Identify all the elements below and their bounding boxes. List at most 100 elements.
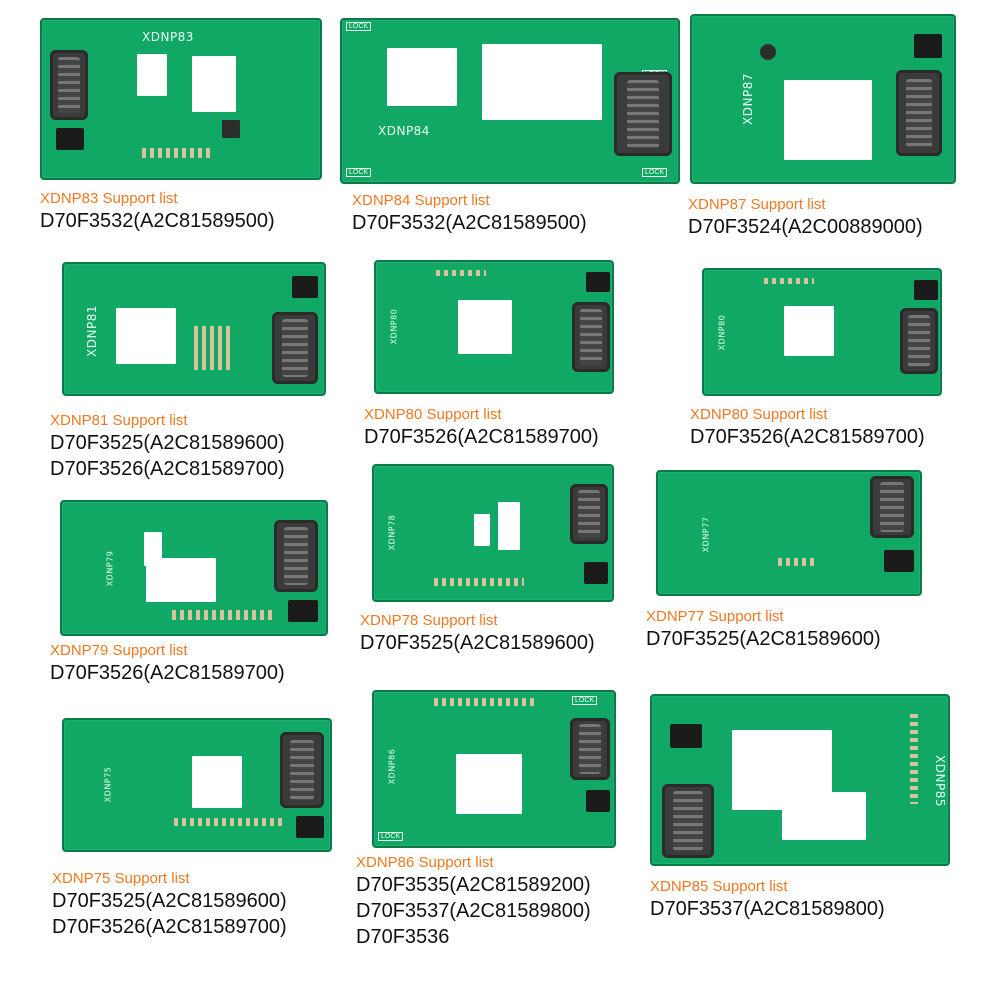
- pin-pads: [172, 610, 272, 620]
- db9-connector: [662, 784, 714, 858]
- caption-xdnp75: XDNP75 Support list D70F3525(A2C81589600…: [52, 870, 287, 940]
- support-list-title: XDNP84 Support list: [352, 192, 490, 209]
- support-list-title: XDNP78 Support list: [360, 612, 498, 629]
- pin-pads: [910, 714, 918, 804]
- support-list-item: D70F3535(A2C81589200): [356, 874, 591, 896]
- board-cutout: [458, 300, 512, 354]
- board-silk-label: XDNP77: [701, 516, 711, 553]
- board-cutout: [482, 44, 602, 120]
- board-cutout: [784, 306, 834, 356]
- board-silk-label: XDNP85: [932, 755, 947, 807]
- pin-pads: [142, 148, 212, 158]
- support-list-title: XDNP80 Support list: [364, 406, 502, 423]
- power-jack: [914, 34, 942, 58]
- support-list-item: D70F3526(A2C81589700): [50, 458, 285, 480]
- support-list-item: D70F3532(A2C81589500): [352, 212, 587, 234]
- support-list-title: XDNP77 Support list: [646, 608, 784, 625]
- board-cutout: [387, 48, 457, 106]
- pcb-board-xdnp84: LOCK LOCK LOCK LOCK XDNP84: [340, 18, 680, 184]
- power-jack: [884, 550, 914, 572]
- pin-pads: [436, 270, 486, 276]
- support-list-item: D70F3526(A2C81589700): [50, 662, 285, 684]
- db9-connector: [614, 72, 672, 156]
- board-silk-label: XDNP84: [378, 124, 430, 138]
- support-list-item: D70F3524(A2C00889000): [688, 216, 923, 238]
- board-cutout: [192, 56, 236, 112]
- board-silk-label: XDNP80: [389, 308, 399, 345]
- power-jack: [292, 276, 318, 298]
- db9-connector: [870, 476, 914, 538]
- board-silk-label: XDNP78: [387, 514, 397, 551]
- board-cutout: [146, 558, 216, 602]
- pcb-board-xdnp80-a: XDNP80: [374, 260, 614, 394]
- power-jack: [56, 128, 84, 150]
- board-silk-label: XDNP87: [740, 73, 755, 125]
- pcb-board-xdnp81: XDNP81: [62, 262, 326, 396]
- support-list-item: D70F3525(A2C81589600): [360, 632, 595, 654]
- board-cutout: [144, 532, 162, 566]
- pcb-board-xdnp79: XDNP79: [60, 500, 328, 636]
- board-silk-label: XDNP80: [717, 314, 727, 351]
- db9-connector: [896, 70, 942, 156]
- support-list-title: XDNP83 Support list: [40, 190, 178, 207]
- support-list-item: D70F3525(A2C81589600): [52, 890, 287, 912]
- caption-xdnp80-b: XDNP80 Support list D70F3526(A2C81589700…: [690, 406, 925, 450]
- caption-xdnp84: XDNP84 Support list D70F3532(A2C81589500…: [352, 192, 587, 236]
- support-list-item: D70F3526(A2C81589700): [364, 426, 599, 448]
- board-cutout: [784, 80, 872, 160]
- db9-connector: [274, 520, 318, 592]
- support-list-title: XDNP81 Support list: [50, 412, 188, 429]
- support-list-title: XDNP85 Support list: [650, 878, 788, 895]
- power-jack: [914, 280, 938, 300]
- support-list-item: D70F3526(A2C81589700): [690, 426, 925, 448]
- board-silk-label: XDNP86: [387, 748, 397, 785]
- board-silk-label: XDNP81: [84, 305, 99, 357]
- power-jack: [670, 724, 702, 748]
- caption-xdnp77: XDNP77 Support list D70F3525(A2C81589600…: [646, 608, 881, 652]
- pcb-board-xdnp78: XDNP78: [372, 464, 614, 602]
- chip: [222, 120, 240, 138]
- lock-label: LOCK: [378, 832, 404, 841]
- db9-connector: [50, 50, 88, 120]
- caption-xdnp80-a: XDNP80 Support list D70F3526(A2C81589700…: [364, 406, 599, 450]
- support-list-title: XDNP79 Support list: [50, 642, 188, 659]
- power-jack: [586, 272, 610, 292]
- caption-xdnp87: XDNP87 Support list D70F3524(A2C00889000…: [688, 196, 923, 240]
- pcb-board-xdnp83: XDNP83: [40, 18, 322, 180]
- db9-connector: [572, 302, 610, 372]
- support-list-title: XDNP86 Support list: [356, 854, 494, 871]
- pcb-board-xdnp85: XDNP85: [650, 694, 950, 866]
- lock-label: LOCK: [572, 696, 598, 705]
- power-jack: [586, 790, 610, 812]
- pcb-board-xdnp86: LOCK LOCK XDNP86: [372, 690, 616, 848]
- board-cutout: [782, 792, 866, 840]
- pin-pads: [194, 326, 234, 370]
- caption-xdnp86: XDNP86 Support list D70F3535(A2C81589200…: [356, 854, 591, 950]
- db9-connector: [272, 312, 318, 384]
- support-list-title: XDNP75 Support list: [52, 870, 190, 887]
- support-list-item: D70F3536: [356, 926, 450, 948]
- board-cutout: [137, 54, 167, 96]
- pin-pads: [764, 278, 814, 284]
- pin-pads: [434, 698, 534, 706]
- power-jack: [296, 816, 324, 838]
- pin-pads: [434, 578, 524, 586]
- board-silk-label: XDNP83: [142, 30, 194, 44]
- board-cutout: [116, 308, 176, 364]
- pin-pads: [778, 558, 818, 566]
- caption-xdnp79: XDNP79 Support list D70F3526(A2C81589700…: [50, 642, 285, 686]
- board-silk-label: XDNP75: [103, 766, 113, 803]
- support-list-item: D70F3537(A2C81589800): [356, 900, 591, 922]
- board-cutout: [498, 502, 520, 550]
- board-cutout: [474, 514, 490, 546]
- pcb-board-xdnp87: XDNP87: [690, 14, 956, 184]
- support-list-title: XDNP80 Support list: [690, 406, 828, 423]
- support-list-item: D70F3532(A2C81589500): [40, 210, 275, 232]
- pin-pads: [174, 818, 284, 826]
- support-list-item: D70F3525(A2C81589600): [646, 628, 881, 650]
- pcb-board-xdnp77: XDNP77: [656, 470, 922, 596]
- db9-connector: [900, 308, 938, 374]
- caption-xdnp81: XDNP81 Support list D70F3525(A2C81589600…: [50, 412, 285, 482]
- lock-label: LOCK: [642, 168, 668, 177]
- caption-xdnp83: XDNP83 Support list D70F3532(A2C81589500…: [40, 190, 275, 234]
